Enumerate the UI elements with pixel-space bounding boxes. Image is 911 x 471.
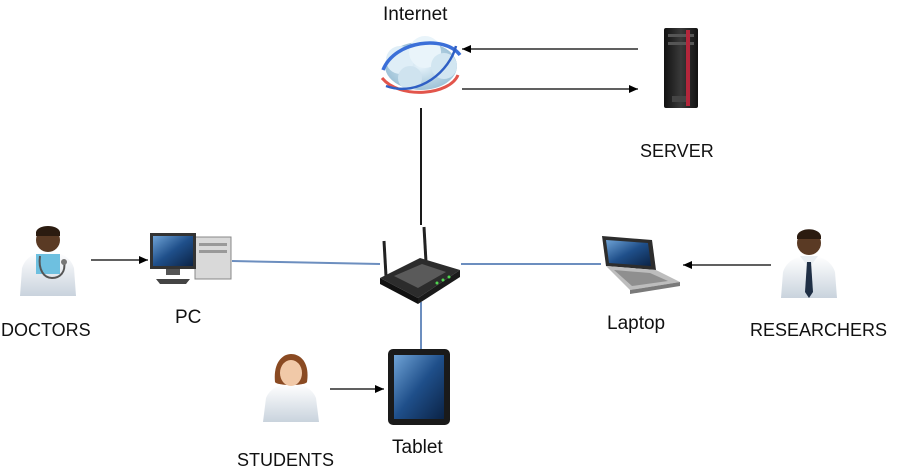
students-label: STUDENTS [237,450,335,470]
desktop-pc-icon [150,233,232,284]
pc-router-link [231,260,381,265]
doctors-label: DOCTORS [1,320,91,340]
tablet-icon [388,349,450,425]
internet-label: Internet [383,4,448,25]
server-rack-icon [664,28,698,108]
laptop-label: Laptop [607,313,666,334]
laptop-icon [602,236,680,294]
student-person-icon [263,354,319,422]
doctor-person-icon [20,226,76,296]
pc-label: PC [175,307,202,328]
researcher-person-icon [781,229,837,298]
cloud-globe-icon [380,36,462,94]
wireless-router-icon [380,226,460,304]
researchers-label: RESEARCHERS [750,320,888,340]
server-label: SERVER [640,141,714,161]
connections [91,45,771,393]
tablet-label: Tablet [392,437,443,458]
